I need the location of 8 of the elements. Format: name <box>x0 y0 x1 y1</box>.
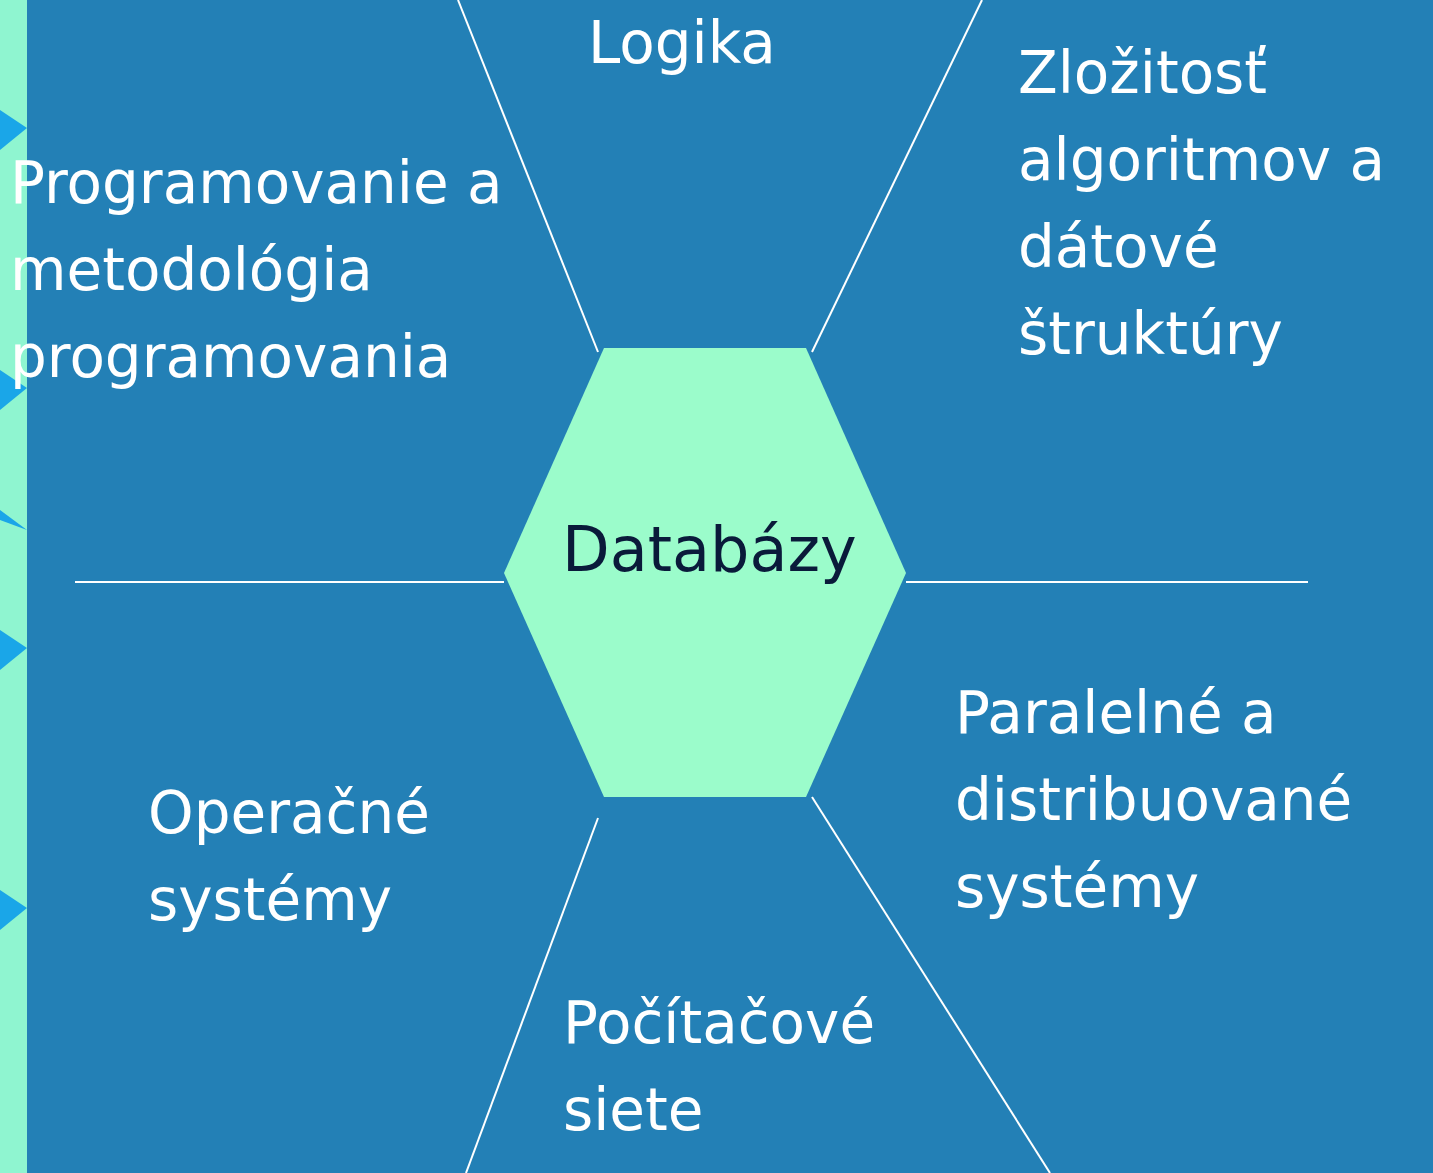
hexagon-node <box>504 348 906 797</box>
sector-label: Zložitosť algoritmov a dátové štruktúry <box>1018 38 1386 370</box>
sector-label: Operačné systémy <box>148 778 431 936</box>
sector-label: Počítačové siete <box>563 988 877 1146</box>
sector-label: Paralelné a distribuované systémy <box>955 678 1354 923</box>
sector-label: Logika <box>588 8 777 79</box>
sector-label: Programovanie a metodológia programovania <box>10 148 504 393</box>
node-label: Databázy <box>562 513 857 586</box>
